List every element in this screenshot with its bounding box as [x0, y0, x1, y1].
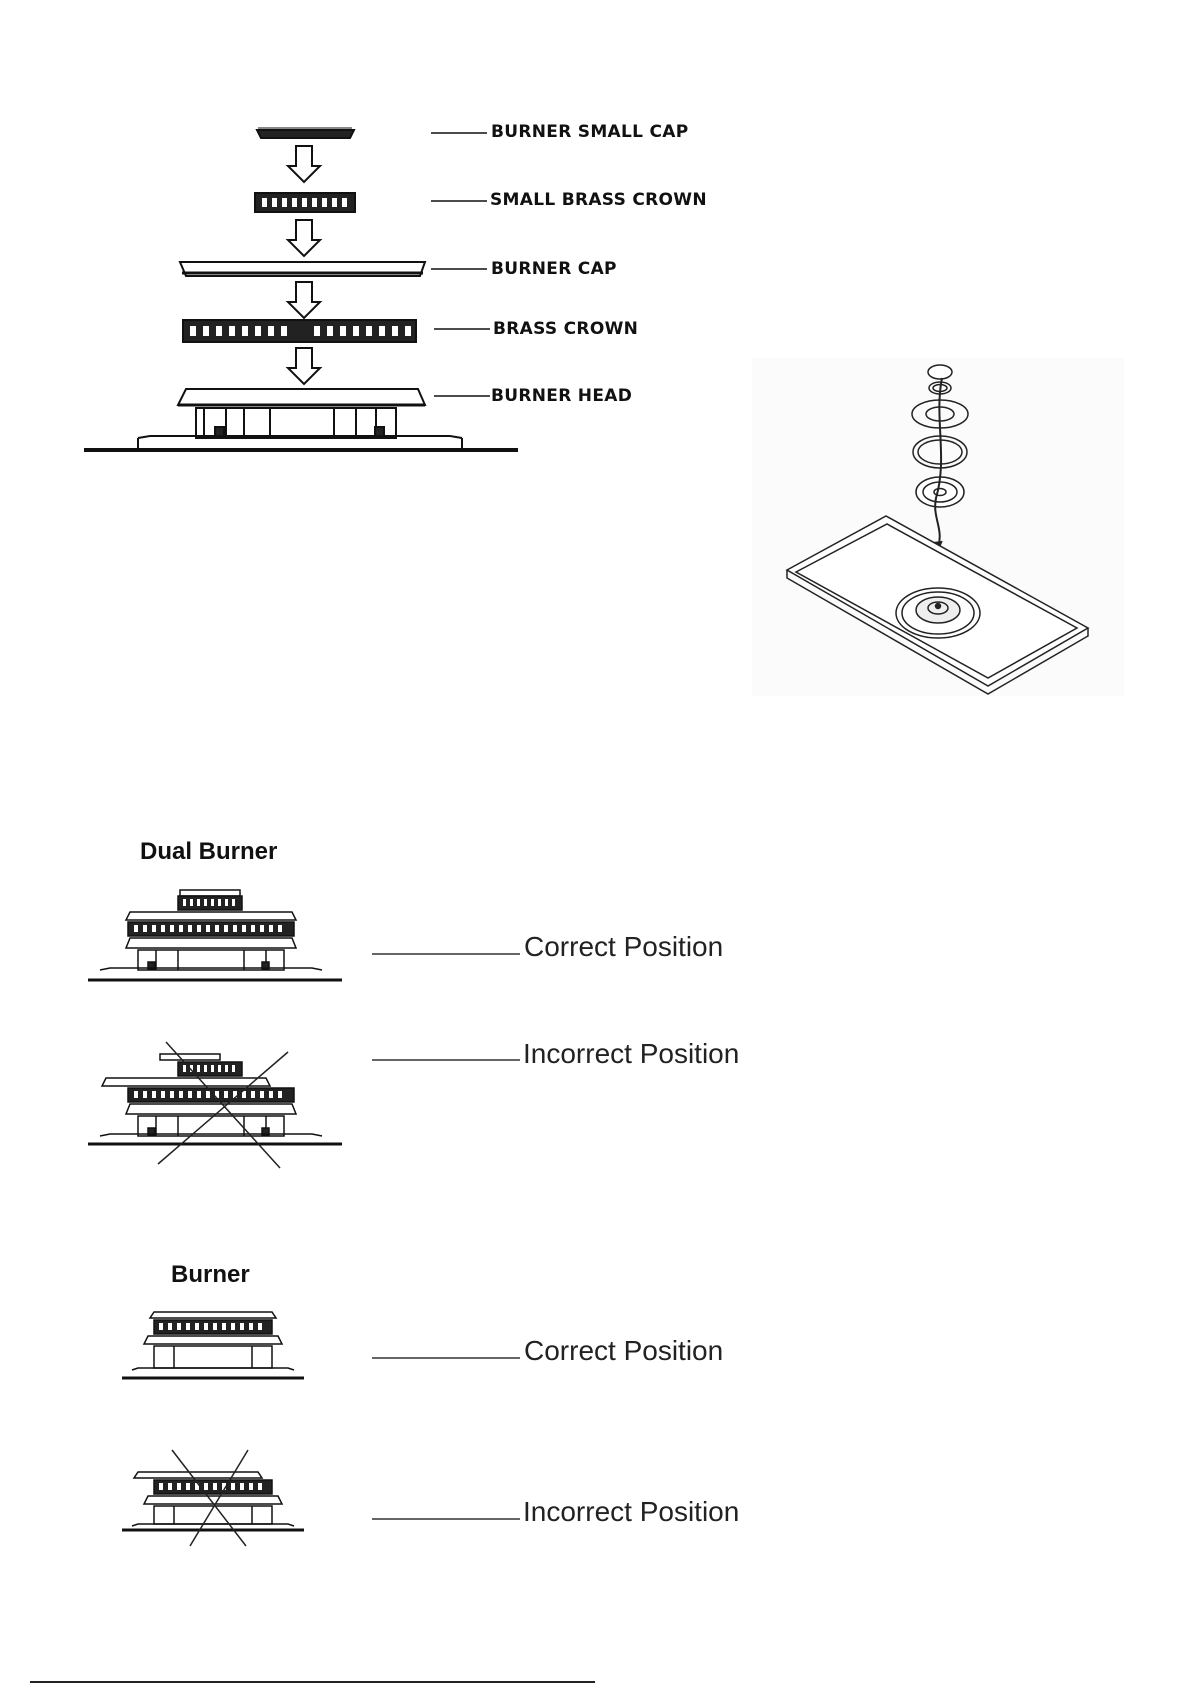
dual-burner-incorrect-label: Incorrect Position [523, 1038, 739, 1070]
burner-incorrect-label: Incorrect Position [523, 1496, 739, 1528]
footer-rule [30, 1681, 595, 1683]
label-burner-head: BURNER HEAD [491, 386, 632, 406]
burner-incorrect-diagram [118, 1448, 308, 1548]
dual-burner-incorrect-diagram [86, 1040, 346, 1170]
dual-burner-correct-label: Correct Position [524, 931, 723, 963]
label-brass-crown: BRASS CROWN [493, 319, 638, 339]
burner-correct-label: Correct Position [524, 1335, 723, 1367]
hob-tray-illustration [752, 358, 1124, 696]
burner-correct-leader [372, 1356, 522, 1360]
label-small-brass-crown: SMALL BRASS CROWN [490, 190, 707, 210]
dual-burner-incorrect-leader [372, 1058, 522, 1062]
label-burner-cap: BURNER CAP [491, 259, 617, 279]
heading-burner: Burner [171, 1261, 250, 1289]
label-burner-small-cap: BURNER SMALL CAP [491, 122, 689, 142]
burner-incorrect-leader [372, 1517, 522, 1521]
dual-burner-correct-leader [372, 952, 522, 956]
heading-dual-burner: Dual Burner [140, 838, 277, 866]
dual-burner-correct-diagram [86, 888, 346, 988]
burner-correct-diagram [118, 1310, 308, 1386]
